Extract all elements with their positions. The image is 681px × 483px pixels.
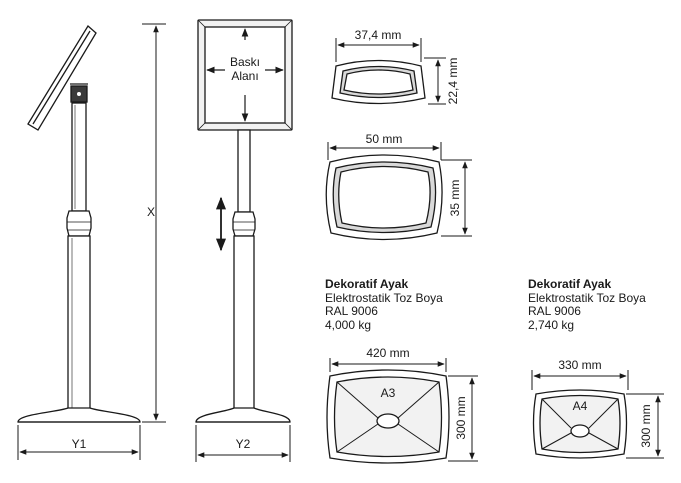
dimension-small-width [335, 38, 422, 62]
dimension-small-width-label: 37,4 mm [355, 28, 402, 42]
dimension-a4-height [626, 393, 664, 459]
lower-tube-front [233, 235, 255, 411]
spec-a3-title: Dekoratif Ayak [325, 277, 409, 291]
dimension-large-width [327, 142, 442, 160]
collar-front [232, 211, 256, 237]
frame-profile-large [325, 154, 443, 241]
decorative-base [17, 407, 141, 423]
dimension-y2-label: Y2 [236, 437, 251, 451]
upper-tube [71, 102, 87, 212]
dimension-a3-width [329, 358, 447, 372]
swivel-joint [70, 83, 88, 103]
spec-a4-weight: 2,740 kg [528, 317, 575, 332]
dimension-y2 [195, 425, 291, 462]
dimension-x-label: X [147, 205, 155, 219]
dimension-a3-height-label: 300 mm [454, 396, 468, 439]
dimension-small-height-label: 22,4 mm [446, 58, 460, 105]
dimension-y1-label: Y1 [72, 437, 87, 451]
upper-tube-front [237, 129, 251, 213]
frame-profile-small [331, 59, 426, 105]
spec-block-a3: Dekoratif Ayak Elektrostatik Toz Boya RA… [325, 277, 443, 332]
spec-a4-color-code: RAL 9006 [528, 304, 581, 318]
spec-a3-coating: Elektrostatik Toz Boya [325, 290, 443, 305]
dimension-large-height-label: 35 mm [448, 180, 462, 217]
spec-a4-title: Dekoratif Ayak [528, 277, 612, 291]
dimension-a3-width-label: 420 mm [366, 346, 409, 360]
a3-size-label: A3 [381, 386, 396, 400]
lower-tube [67, 235, 91, 413]
print-area-label-line1: Baskı [230, 55, 260, 69]
dimension-large-height [441, 159, 472, 237]
tilted-frame-panel [27, 25, 97, 131]
dimension-a4-width [531, 370, 629, 390]
base-front [195, 407, 291, 423]
dimension-a3-height [448, 375, 478, 462]
stand-side-view [17, 25, 141, 423]
dimension-large-width-label: 50 mm [366, 132, 403, 146]
dimension-x [142, 23, 166, 423]
dimension-y1 [17, 425, 141, 460]
a3-base-plan [326, 369, 450, 464]
height-adjust-collar [66, 210, 92, 237]
a4-base-plan [532, 389, 628, 459]
dimension-a4-height-label: 300 mm [639, 404, 653, 447]
print-area-label-line2: Alanı [231, 69, 258, 83]
a4-size-label: A4 [573, 399, 588, 413]
spec-block-a4: Dekoratif Ayak Elektrostatik Toz Boya RA… [528, 277, 646, 332]
spec-a3-weight: 4,000 kg [325, 317, 372, 332]
dimension-a4-width-label: 330 mm [558, 358, 601, 372]
dimension-small-height [424, 57, 446, 105]
print-area-arrows [206, 28, 284, 122]
spec-a4-coating: Elektrostatik Toz Boya [528, 290, 646, 305]
spec-a3-color-code: RAL 9006 [325, 304, 378, 318]
